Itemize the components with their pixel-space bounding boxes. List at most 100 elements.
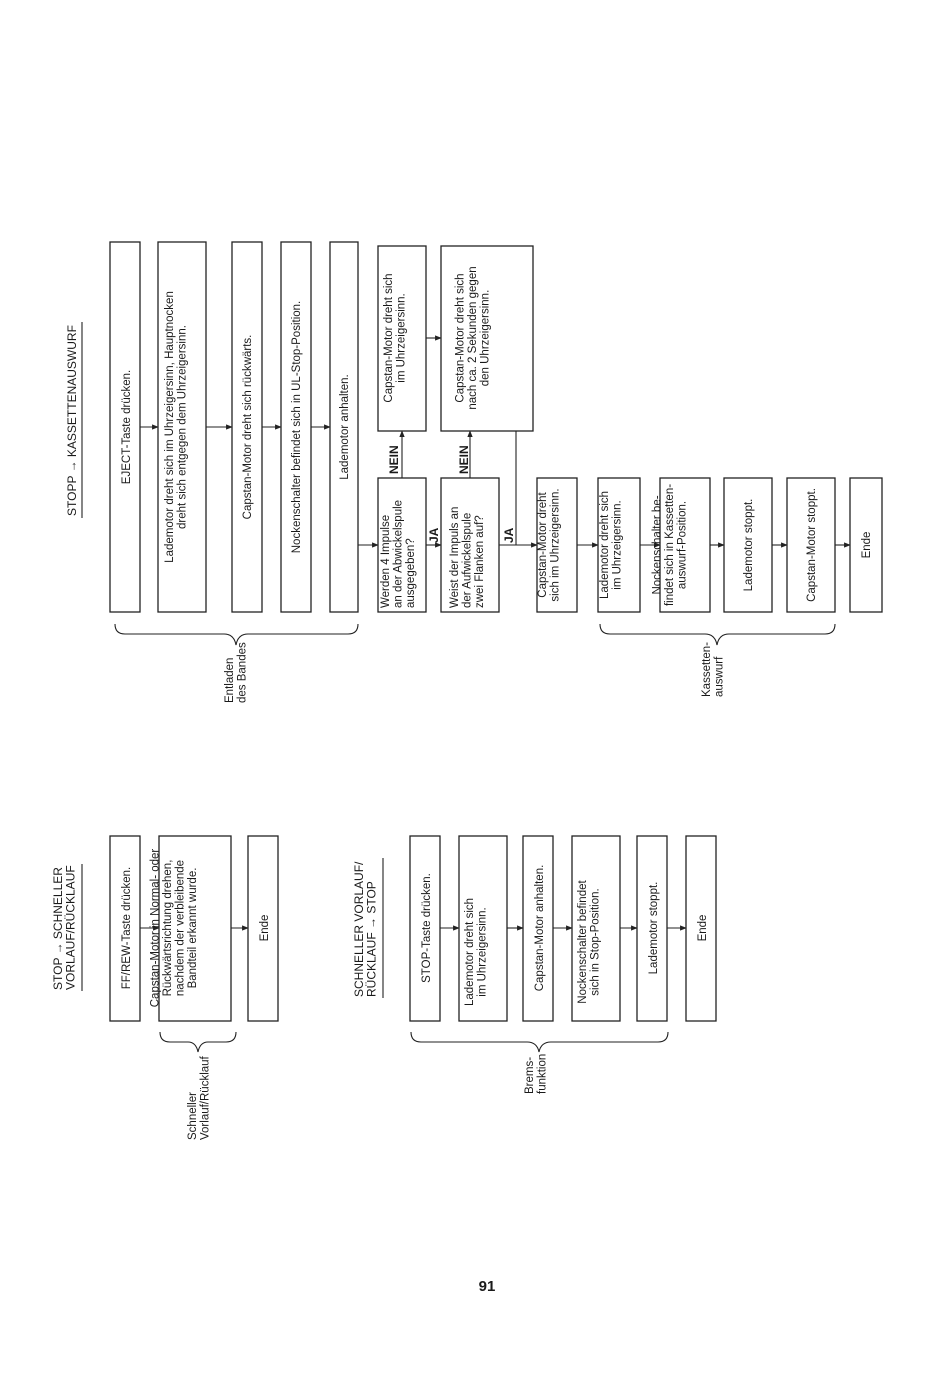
text-line: Lademotor dreht sich — [599, 491, 611, 599]
text-line: Entladen — [224, 658, 236, 703]
text-line: Lademotor dreht sich im Uhrzeigersinn, H… — [164, 291, 176, 563]
text-line: Capstan-Motor dreht sich — [455, 273, 467, 402]
text-line: STOPP → KASSETTENAUSWURF — [65, 325, 79, 516]
text-line: auswurf-Position. — [677, 501, 689, 589]
eject-after-lademotor-cw-text: Lademotor dreht sichim Uhrzeigersinn. — [599, 491, 624, 599]
eject-after-lademotor-cw — [597, 477, 641, 613]
text-line: Nockenschalter befindet sich in UL-Stop-… — [291, 301, 303, 554]
text-line: Capstan-Motor stoppt. — [806, 488, 818, 602]
eject-step-lademotor-text: Lademotor dreht sich im Uhrzeigersinn, H… — [164, 291, 189, 563]
text-line: Ende — [697, 915, 709, 942]
eject-after-capstan-cw-text: Capstan-Motor drehtsich im Uhrzeigersinn… — [537, 488, 562, 601]
stop-step-stop-key-text: STOP-Taste drücken. — [421, 873, 433, 983]
eject-brace-1-label: Entladendes Bandes — [224, 642, 249, 703]
eject-after-capstan-stops — [786, 477, 836, 613]
ff-step-ffrew-key-text: FF/REW-Taste drücken. — [121, 867, 133, 990]
eject-no-action-2 — [440, 245, 534, 432]
eject-step-nockenschalter-text: Nockenschalter befindet sich in UL-Stop-… — [291, 301, 303, 554]
stop-brace-label: Brems-funktion — [524, 1054, 549, 1094]
eject-step-lademotor — [157, 241, 207, 613]
text-line: ausgegeben? — [405, 538, 417, 608]
eject-decision-1-text: Werden 4 Impulsean der Abwickelspuleausg… — [380, 500, 417, 608]
text-line: zwei Flanken auf? — [474, 515, 486, 608]
text-line: sich im Uhrzeigersinn. — [549, 488, 561, 601]
eject-decision-2-yes: JA — [502, 527, 516, 543]
eject-step-capstan-back — [231, 241, 263, 613]
stop-end — [685, 835, 717, 1022]
eject-step-capstan-back-text: Capstan-Motor dreht sich rückwärts. — [242, 335, 254, 520]
ff-title: STOP → SCHNELLERVORLAUF/RÜCKLAUF — [51, 865, 78, 990]
ff-end — [247, 835, 279, 1022]
text-line: des Bandes — [237, 642, 249, 703]
text-line: Weist der Impuls an — [449, 507, 461, 608]
stop-title: SCHNELLER VORLAUF/RÜCKLAUF → STOP — [352, 861, 379, 997]
text-line: dreht sich entgegen dem Uhrzeigersinn. — [176, 325, 188, 529]
text-line: Capstan-Motor dreht sich rückwärts. — [242, 335, 254, 520]
text-line: RÜCKLAUF → STOP — [365, 881, 379, 997]
text-line: STOP → SCHNELLER — [51, 867, 65, 990]
ff-brace — [159, 1031, 237, 1053]
text-line: Ende — [861, 532, 873, 559]
text-line: sich in Stop-Position. — [589, 888, 601, 995]
ff-step-capstan-text: Capstan-Motor in Normal- oderRückwärtsri… — [149, 849, 199, 1008]
eject-end — [849, 477, 883, 613]
text-line: STOP-Taste drücken. — [421, 873, 433, 983]
text-line: im Uhrzeigersinn. — [611, 500, 623, 589]
text-line: SCHNELLER VORLAUF/ — [352, 861, 366, 997]
stop-step-capstan-stop — [522, 835, 554, 1022]
text-line: Schneller — [187, 1092, 199, 1140]
text-line: Nockenschalter be- — [652, 495, 664, 594]
eject-step-eject-key-text: EJECT-Taste drücken. — [121, 370, 133, 484]
stop-brace — [410, 1031, 669, 1053]
text-line: den Uhrzeigersinn. — [480, 290, 492, 387]
ff-step-capstan — [158, 835, 232, 1022]
text-line: Werden 4 Impulse — [380, 515, 392, 608]
eject-decision-1 — [377, 477, 427, 613]
eject-no-action-1-text: Capstan-Motor dreht sichim Uhrzeigersinn… — [383, 273, 408, 402]
eject-title: STOPP → KASSETTENAUSWURF — [65, 325, 79, 516]
eject-decision-2-no: NEIN — [457, 445, 471, 474]
text-line: Nockenschalter befindet — [577, 880, 589, 1004]
eject-after-lademotor-stops-text: Lademotor stoppt. — [743, 499, 755, 592]
eject-section: STOPP → KASSETTENAUSWURF EJECT-Taste drü… — [65, 241, 883, 703]
page-number: 91 — [479, 1278, 496, 1295]
stop-end-text: Ende — [697, 915, 709, 942]
stop-step-lademotor-stops-text: Lademotor stoppt. — [648, 882, 660, 975]
text-line: nach ca. 2 Sekunden gegen — [467, 266, 479, 409]
text-line: auswurf — [714, 656, 726, 697]
text-line: Capstan-Motor dreht sich — [383, 273, 395, 402]
eject-no-action-2-text: Capstan-Motor dreht sichnach ca. 2 Sekun… — [455, 266, 492, 409]
eject-after-lademotor-stops — [723, 477, 773, 613]
text-line: Lademotor stoppt. — [648, 882, 660, 975]
stop-section: SCHNELLER VORLAUF/RÜCKLAUF → STOP STOP-T… — [352, 835, 717, 1094]
text-line: Ende — [259, 915, 271, 942]
stop-step-lademotor — [458, 835, 508, 1022]
stop-step-nockenschalter — [571, 835, 621, 1022]
stop-step-nockenschalter-text: Nockenschalter befindetsich in Stop-Posi… — [577, 880, 602, 1004]
text-line: Brems- — [524, 1057, 536, 1094]
eject-after-capstan-cw — [536, 477, 578, 613]
eject-step-lademotor-stop-text: Lademotor anhalten. — [339, 374, 351, 480]
text-line: Capstan-Motor anhalten. — [534, 865, 546, 992]
eject-decision-2 — [440, 477, 500, 613]
text-line: nachdem der verbleibende — [174, 860, 186, 996]
text-line: Lademotor anhalten. — [339, 374, 351, 480]
eject-after-nockenschalter — [659, 477, 711, 613]
text-line: Rückwärtsrichtung drehen, — [162, 860, 174, 997]
eject-decision-1-no: NEIN — [387, 445, 401, 474]
text-line: an der Abwickelspule — [393, 500, 405, 608]
text-line: funktion — [537, 1054, 549, 1094]
ff-brace-label: SchnellerVorlauf/Rücklauf — [187, 1055, 212, 1140]
text-line: EJECT-Taste drücken. — [121, 370, 133, 484]
text-line: Bandteil erkannt wurde. — [187, 868, 199, 989]
eject-after-nockenschalter-text: Nockenschalter be-findet sich in Kassett… — [652, 484, 689, 606]
ff-end-text: Ende — [259, 915, 271, 942]
text-line: im Uhrzeigersinn. — [395, 293, 407, 382]
text-line: Vorlauf/Rücklauf — [200, 1055, 212, 1140]
text-line: findet sich in Kassetten- — [664, 484, 676, 606]
text-line: der Aufwickelspule — [462, 513, 474, 608]
eject-no-action-1 — [377, 245, 427, 432]
text-line: Lademotor dreht sich — [464, 898, 476, 1006]
text-line: Lademotor stoppt. — [743, 499, 755, 592]
